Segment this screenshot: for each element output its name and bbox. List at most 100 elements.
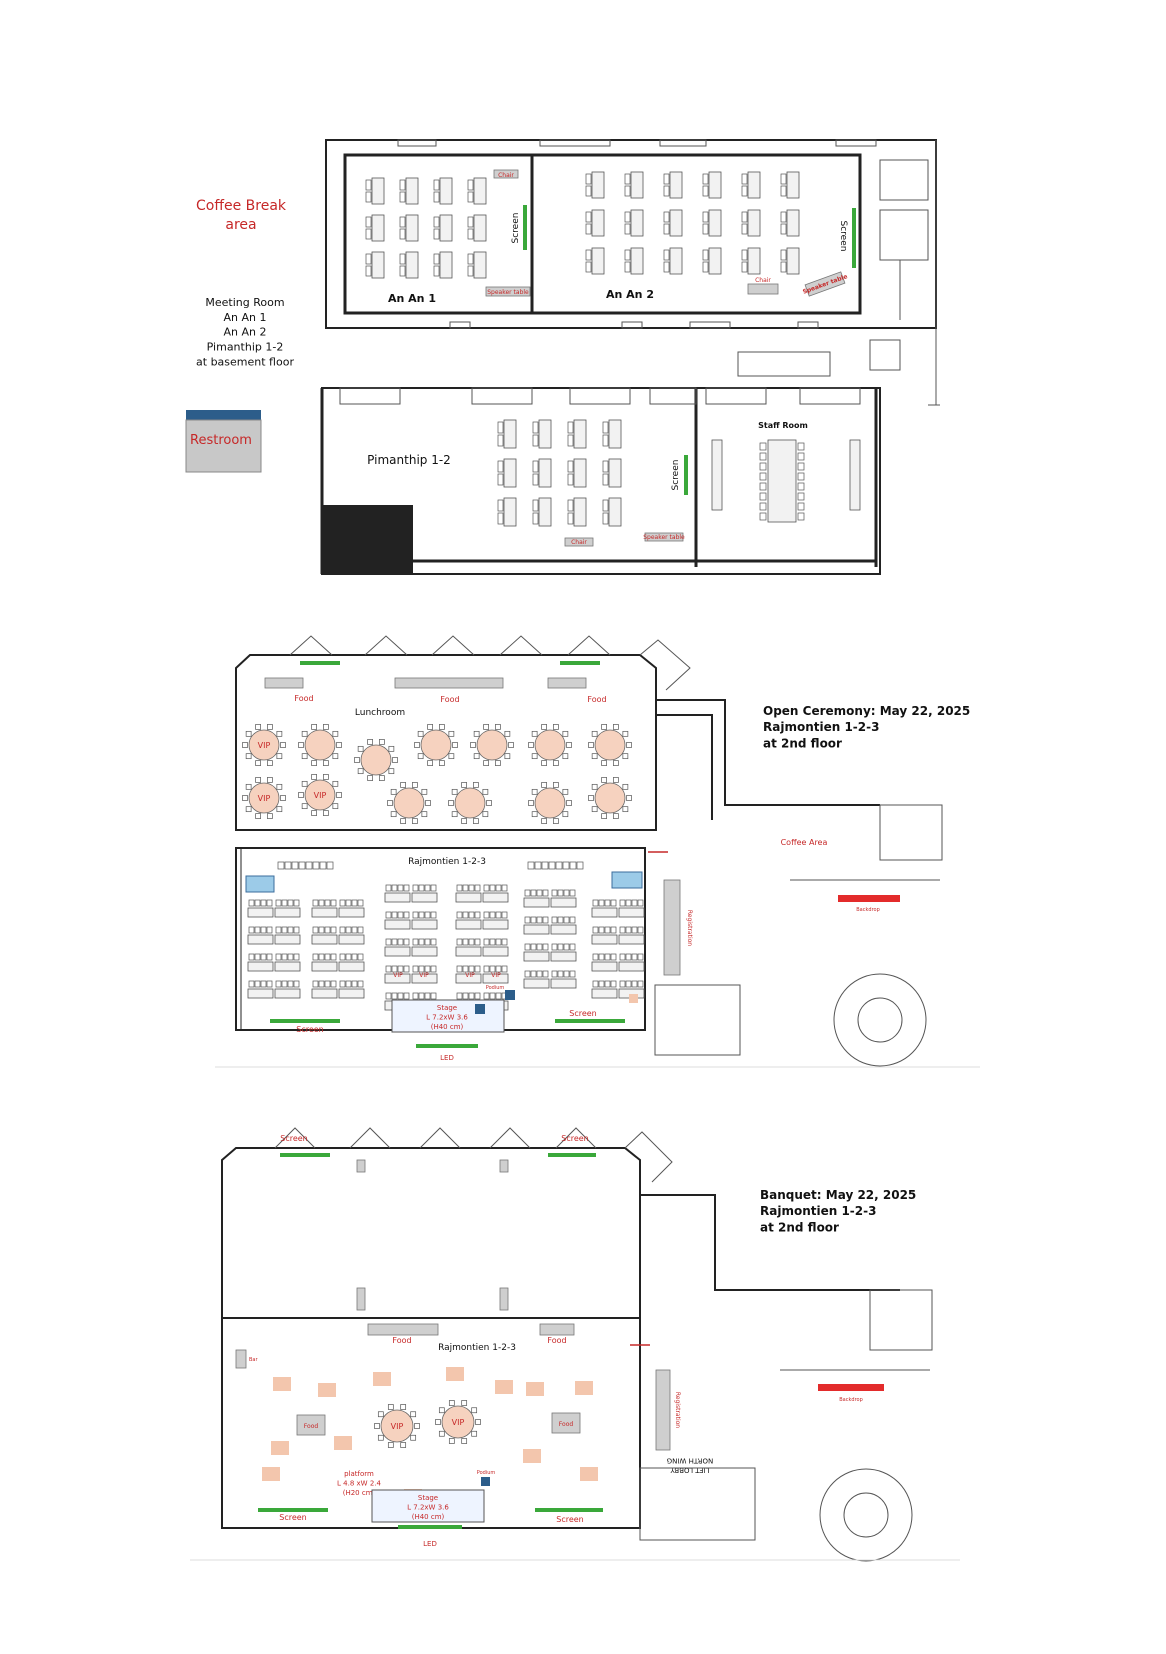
- ceremony-chair: [403, 992, 410, 1000]
- lunch-food-label-2: Food: [440, 695, 459, 704]
- ceremony-chair: [418, 992, 425, 1000]
- banquet-vip-table-chair: [410, 1411, 417, 1418]
- lunch-round-table-chair: [267, 760, 273, 766]
- anan1-table-chair: [365, 179, 372, 191]
- lunch-round-table-chair: [245, 730, 252, 737]
- lunch-round-table-label: VIP: [258, 794, 271, 803]
- banquet-bar-label: Bar: [249, 1357, 258, 1363]
- anan2-table-chair: [780, 249, 787, 261]
- ceremony-chair: [462, 992, 469, 1000]
- ceremony-chair: [637, 926, 644, 934]
- ceremony-chair: [287, 953, 294, 961]
- ceremony-chair: [266, 899, 273, 907]
- vip-label-1: VIP: [393, 972, 403, 979]
- ceremony-chair: [489, 884, 496, 892]
- ceremony-table: [384, 973, 411, 984]
- anan2-table: [630, 247, 644, 275]
- lunch-round-table-chair: [311, 760, 317, 766]
- ceremony-table: [455, 892, 482, 903]
- pimanthip-table: [503, 497, 517, 527]
- banquet-stage: [371, 1489, 485, 1523]
- ceremony-chair: [397, 911, 404, 919]
- ceremony-table: [482, 892, 509, 903]
- banquet-vip-table-chair: [374, 1423, 380, 1429]
- anan1-table: [371, 177, 385, 205]
- anan2-table: [669, 209, 683, 237]
- lunch-round-table-chair: [482, 811, 489, 818]
- ceremony-chair: [557, 970, 564, 978]
- lunch-round-table-chair: [461, 782, 467, 788]
- lunch-food-label-1: Food: [294, 694, 313, 703]
- ceremony-chair: [625, 953, 632, 961]
- ceremony-chair: [534, 861, 542, 870]
- banquet-vip-table-chair: [400, 1442, 407, 1448]
- anan2-table: [786, 247, 800, 275]
- ceremony-chair: [551, 889, 558, 897]
- lunch-round-table-chair: [387, 800, 393, 806]
- ceremony-table: [274, 961, 301, 972]
- lunch-round-table-chair: [421, 811, 428, 818]
- lunch-round-table-chair: [448, 753, 455, 760]
- lunch-round-table-chair: [448, 800, 454, 806]
- ceremony-chair: [291, 861, 299, 870]
- pimanthip-table: [608, 458, 622, 488]
- ceremony-led-label: LED: [440, 1054, 454, 1062]
- room-pimanthip: Pimanthip 1-2: [367, 453, 451, 467]
- ceremony-chair: [631, 980, 638, 988]
- lunch-round-table-chair: [601, 813, 607, 819]
- pimanthip-table-chair: [567, 473, 574, 486]
- ceremony-chair: [462, 884, 469, 892]
- ceremony-chair: [305, 861, 313, 870]
- lunch-round-table-chair: [267, 777, 273, 783]
- anan2-table: [708, 171, 722, 199]
- lunch-round-table-chair: [379, 739, 385, 745]
- ceremony-table: [550, 897, 577, 908]
- lunch-round-table: [534, 729, 566, 761]
- lunch-round-table: [476, 729, 508, 761]
- ceremony-table: [523, 951, 550, 962]
- pimanthip-table-chair: [602, 499, 609, 512]
- ceremony-chair: [598, 899, 605, 907]
- ceremony-chair: [474, 938, 481, 946]
- staff-chair: [759, 462, 767, 471]
- lunch-round-table-chair: [311, 810, 317, 816]
- staff-board-table: [767, 439, 797, 523]
- cocktail-table: [273, 1377, 291, 1391]
- pimanthip-table-chair: [602, 421, 609, 434]
- anan1-table-chair: [467, 253, 474, 265]
- lunch-round-table-chair: [483, 724, 489, 730]
- lunch-round-table-chair: [473, 730, 480, 737]
- anan2-table-chair: [702, 185, 709, 197]
- ceremony-chair: [610, 926, 617, 934]
- ceremony-table: [550, 924, 577, 935]
- lunch-round-table-chair: [414, 742, 420, 748]
- lunch-round-table-chair: [601, 760, 607, 766]
- anan1-table-chair: [399, 179, 406, 191]
- lunch-round-table-chair: [276, 753, 283, 760]
- anan2-table: [786, 171, 800, 199]
- ceremony-chair: [330, 926, 337, 934]
- pimanthip-table-chair: [602, 473, 609, 486]
- staff-side-table: [849, 439, 861, 511]
- ceremony-chair: [495, 965, 502, 973]
- lunch-round-table-chair: [425, 800, 431, 806]
- lunch-round-table-chair: [245, 806, 252, 813]
- lunch-round-table-chair: [482, 788, 489, 795]
- ceremony-chair: [418, 884, 425, 892]
- pimanthip-table-chair: [532, 499, 539, 512]
- ceremony-table: [311, 961, 338, 972]
- cocktail-table: [495, 1380, 513, 1394]
- anan2-tables: [585, 171, 800, 275]
- lunch-round-table-chair: [451, 788, 458, 795]
- ceremony-chair: [412, 938, 419, 946]
- anan2-table-chair: [585, 173, 592, 185]
- food-table: [394, 677, 504, 689]
- ceremony-chair: [483, 965, 490, 973]
- room-an-an-2: An An 2: [606, 288, 654, 301]
- ceremony-chair: [569, 916, 576, 924]
- anan1-table-chair: [365, 253, 372, 265]
- lunch-round-table-chair: [504, 730, 511, 737]
